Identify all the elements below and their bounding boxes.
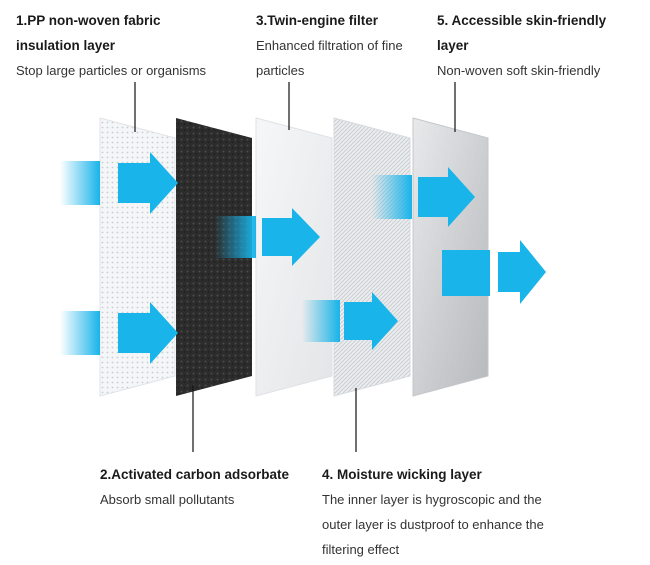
airflow-arrow-middle-carbon [214, 208, 320, 266]
layer-1-title-line-2: insulation layer [16, 38, 116, 53]
layer-3-description: Enhanced filtration of fine particles [256, 33, 403, 83]
layer-5-title-line-2: layer [437, 38, 469, 53]
layer-1-description: Stop large particles or organisms [16, 58, 206, 83]
layer-1-title: 1.PP non-woven fabric insulation layer [16, 8, 161, 58]
layer-2-title: 2.Activated carbon adsorbate [100, 462, 289, 487]
airflow-arrow-lower-left [60, 302, 178, 364]
airflow-arrow-upper-right [372, 167, 475, 227]
layer-4-desc-line-1: The inner layer is hygroscopic and the [322, 492, 542, 507]
airflow-arrow-upper-left [60, 152, 178, 214]
layer-5-title: 5. Accessible skin-friendly layer [437, 8, 606, 58]
layer-3-title-line-1: 3.Twin-engine filter [256, 13, 379, 28]
moisture-wicking-sheet [333, 117, 411, 397]
layer-2-desc-line-1: Absorb small pollutants [100, 492, 235, 507]
airflow-arrow-outflow [442, 240, 546, 304]
layer-4-desc-line-2: outer layer is dustproof to enhance the [322, 517, 544, 532]
layer-5-desc-line-1: Non-woven soft skin-friendly [437, 63, 601, 78]
layer-2-description: Absorb small pollutants [100, 487, 234, 512]
airflow-arrow-lower-filter [302, 292, 398, 350]
layer-3-desc-line-1: Enhanced filtration of fine [256, 38, 403, 53]
layer-4-description: The inner layer is hygroscopic and the o… [322, 487, 544, 562]
layer-4-title: 4. Moisture wicking layer [322, 462, 482, 487]
pp-non-woven-sheet [99, 117, 176, 397]
layer-5-title-line-1: 5. Accessible skin-friendly [437, 13, 607, 28]
layer-2-title-line-1: 2.Activated carbon adsorbate [100, 467, 290, 482]
layer-3-desc-line-2: particles [256, 63, 305, 78]
layer-3-title: 3.Twin-engine filter [256, 8, 378, 33]
layer-4-desc-line-3: filtering effect [322, 542, 400, 557]
layer-1-desc-line-1: Stop large particles or organisms [16, 63, 207, 78]
layer-1-title-line-1: 1.PP non-woven fabric [16, 13, 161, 28]
layer-4-title-line-1: 4. Moisture wicking layer [322, 467, 482, 482]
layer-5-description: Non-woven soft skin-friendly [437, 58, 600, 83]
